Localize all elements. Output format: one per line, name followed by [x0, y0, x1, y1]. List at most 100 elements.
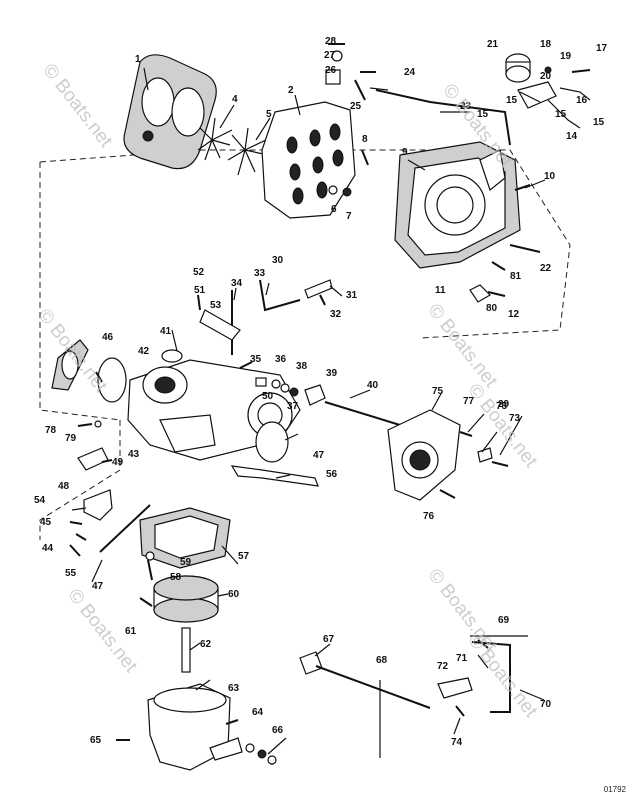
- washer-part-68b: [257, 749, 267, 759]
- part-47: [95, 371, 103, 383]
- callout-40: 40: [367, 380, 379, 391]
- callout-45: 45: [40, 517, 52, 528]
- callout-47: 47: [92, 581, 104, 592]
- callout-53: 53: [210, 300, 222, 311]
- callout-74: 74: [451, 737, 463, 748]
- callout-39: 39: [326, 368, 338, 379]
- callout-50: 50: [262, 391, 274, 402]
- part-52: [271, 379, 281, 389]
- callout-30: 30: [272, 255, 284, 266]
- lever-part-50: [77, 447, 109, 471]
- callout-56: 56: [326, 469, 338, 480]
- callout-31: 31: [346, 290, 358, 301]
- part-55: [199, 309, 241, 341]
- callout-18: 18: [540, 39, 552, 50]
- callout-10: 10: [544, 171, 556, 182]
- callout-21: 21: [487, 39, 499, 50]
- callout-49: 49: [112, 457, 124, 468]
- callout-43: 43: [128, 449, 140, 460]
- part-26: [325, 69, 341, 85]
- washer-part-68c: [267, 755, 277, 765]
- callout-54: 54: [34, 495, 46, 506]
- part-38: [280, 383, 290, 393]
- callout-29: 29: [498, 399, 510, 410]
- part-73: [477, 639, 489, 649]
- needle-part-40: [324, 401, 401, 426]
- callout-57: 57: [238, 551, 250, 562]
- callout-8: 8: [362, 134, 368, 145]
- part-12: [487, 291, 506, 297]
- callout-75: 75: [432, 386, 444, 397]
- callout-72: 72: [437, 661, 449, 672]
- callout-69: 69: [498, 615, 510, 626]
- callout-79: 79: [65, 433, 77, 444]
- float-part-62: [153, 575, 219, 623]
- callout-75: 75: [496, 401, 508, 412]
- reed-plate-part-2: [261, 101, 356, 219]
- callout-60: 60: [228, 589, 240, 600]
- part-44: [75, 533, 87, 541]
- shaft-part-49: [99, 504, 151, 553]
- callout-15: 15: [477, 109, 489, 120]
- callout-63: 63: [228, 683, 240, 694]
- bracket-part-56: [83, 489, 113, 521]
- washer-part-6: [328, 185, 338, 195]
- callout-19: 19: [560, 51, 572, 62]
- callout-27: 27: [324, 50, 336, 61]
- callout-14: 14: [566, 131, 578, 142]
- callout-28: 28: [325, 36, 337, 47]
- linkage-assembly: [505, 53, 591, 129]
- needle-part-60: [147, 559, 153, 581]
- callout-2: 2: [288, 85, 294, 96]
- callout-5: 5: [266, 109, 272, 120]
- gasket-opening: [61, 350, 79, 380]
- part-82: [469, 284, 491, 303]
- part-61: [145, 551, 155, 561]
- rod-part-72: [471, 641, 511, 713]
- part-45: [69, 521, 83, 525]
- callout-46: 46: [102, 332, 114, 343]
- part-25: [354, 79, 366, 101]
- callout-22: 22: [540, 263, 552, 274]
- rod-part-23: [375, 89, 511, 146]
- callout-59: 59: [180, 557, 192, 568]
- cover-part-9: [394, 141, 521, 269]
- callout-41: 41: [160, 326, 172, 337]
- callout-42: 42: [138, 346, 150, 357]
- float-bowl-part-65: [147, 683, 243, 771]
- part-66: [225, 719, 239, 725]
- part-69: [299, 651, 323, 675]
- callout-38: 38: [296, 361, 308, 372]
- callout-73: 73: [509, 413, 521, 424]
- callout-1: 1: [135, 54, 141, 65]
- callout-23: 23: [460, 101, 472, 112]
- callout-64: 64: [252, 707, 264, 718]
- part-46: [97, 357, 127, 403]
- callout-7: 7: [346, 211, 352, 222]
- callout-78: 78: [45, 425, 57, 436]
- callout-81: 81: [510, 271, 522, 282]
- callout-55: 55: [65, 568, 77, 579]
- part-27: [331, 50, 343, 62]
- gasket-part-1: [123, 54, 217, 170]
- screw-part-78: [439, 489, 456, 499]
- housing-part-77: [387, 409, 461, 501]
- callout-6: 6: [331, 204, 337, 215]
- callout-67: 67: [323, 634, 335, 645]
- part-57: [69, 544, 81, 557]
- callout-16: 16: [576, 95, 588, 106]
- callout-76: 76: [423, 511, 435, 522]
- jet-part-64: [181, 627, 191, 673]
- callout-24: 24: [404, 67, 416, 78]
- callout-80: 80: [486, 303, 498, 314]
- part-51: [101, 459, 113, 463]
- part-81: [94, 420, 102, 428]
- callout-44: 44: [42, 543, 54, 554]
- callout-62: 62: [200, 639, 212, 650]
- callout-25: 25: [350, 101, 362, 112]
- callout-33: 33: [254, 268, 266, 279]
- part-30: [304, 279, 333, 299]
- callout-35: 35: [250, 354, 262, 365]
